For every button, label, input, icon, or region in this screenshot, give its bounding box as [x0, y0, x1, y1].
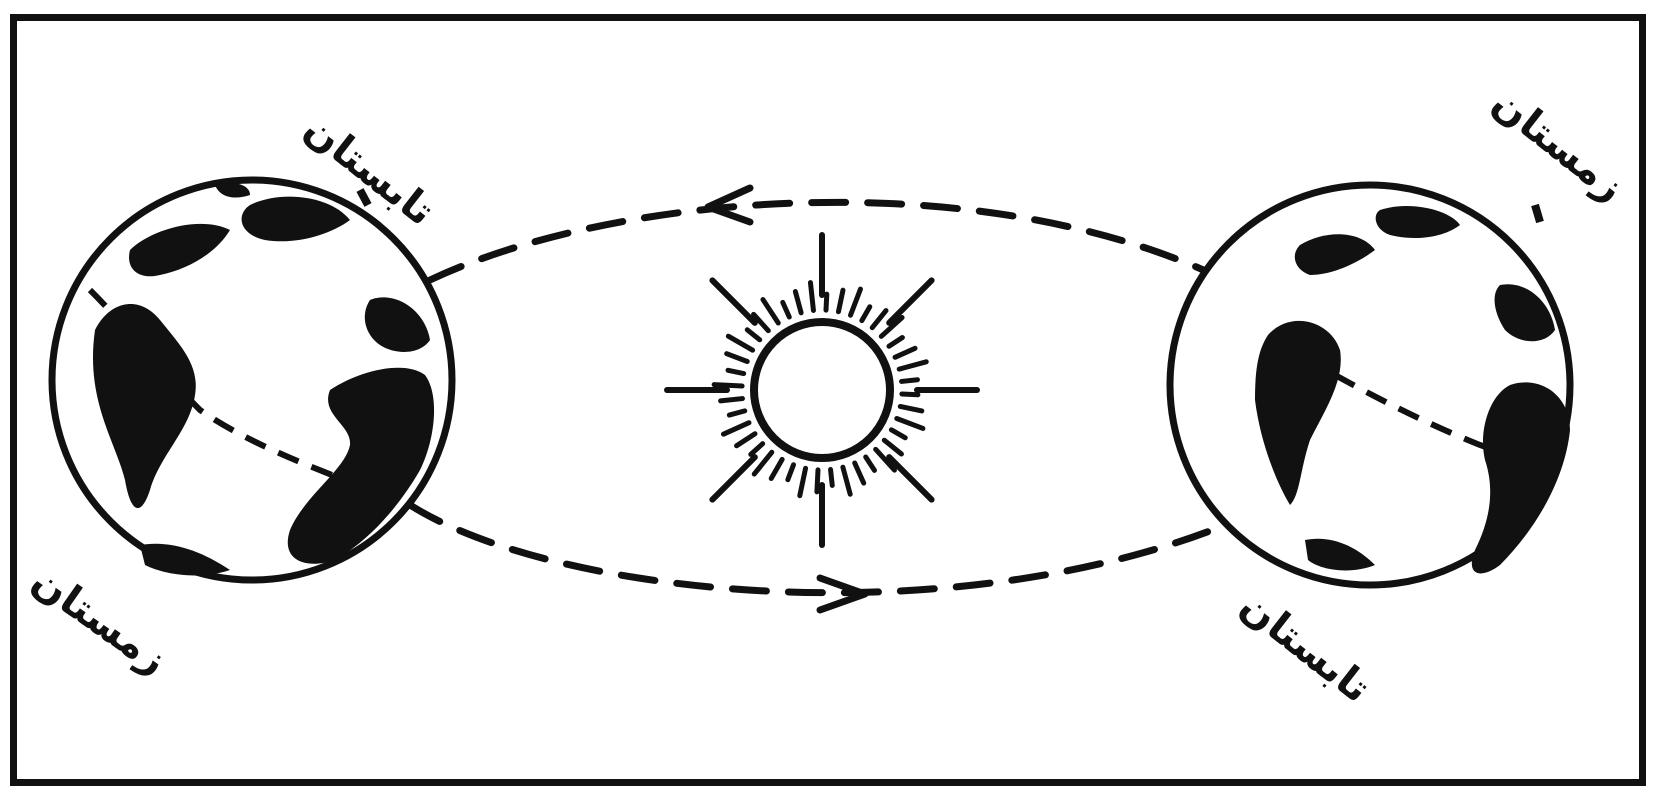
sun-ray-short [838, 290, 843, 312]
sun-ray-short [884, 440, 901, 454]
left-earth-icon [52, 180, 452, 580]
sun-ray-short [771, 459, 782, 478]
sun-ray-short [783, 302, 790, 317]
sun-ray-short [728, 336, 752, 350]
sun-ray-short [872, 311, 886, 328]
sun-ray-short [817, 470, 818, 492]
sun-ray-short [843, 467, 850, 494]
sun-ray-long [889, 280, 931, 322]
sun-ray-short [723, 423, 749, 434]
sun-ray-short [728, 370, 744, 373]
sun-ray-short [855, 463, 864, 483]
sun-ray-long [712, 280, 754, 322]
sun-ray-short [714, 385, 742, 386]
sun-ray-short [747, 330, 759, 340]
sun-ray-short [889, 338, 902, 347]
sun-ray-long [889, 457, 931, 499]
sun-ray-short [727, 354, 748, 362]
orbit-bottom-arc [410, 505, 1260, 593]
sun-ray-short [850, 289, 860, 315]
sun-ray-short [897, 418, 923, 428]
sun-ray-short [810, 283, 813, 311]
sun-ray-short [900, 406, 922, 411]
sun-ray-short [831, 470, 833, 486]
sun-ray-short [899, 362, 926, 369]
sun-ray-short [721, 399, 743, 401]
sun-ray-short [902, 380, 918, 382]
sun-ray-long [712, 457, 754, 499]
sun-ray-short [902, 394, 918, 395]
sun-ray-short [891, 430, 905, 438]
sun-ray-short [729, 411, 744, 415]
orbit-path [410, 202, 1260, 592]
sun-ray-short [862, 307, 870, 321]
sun-ray-short [895, 348, 915, 357]
sun-ray-short [763, 300, 778, 323]
right-earth-icon [1170, 185, 1570, 585]
sun-icon [667, 235, 977, 545]
sun-ray-short [737, 434, 755, 446]
sun-ray-short [751, 444, 763, 455]
sun-ray-short [826, 294, 827, 310]
sun-ray-short [795, 292, 801, 313]
sun-ray-short [800, 468, 806, 495]
sun-ray-short [788, 465, 794, 480]
orbit-top-arc [430, 202, 1245, 290]
sun-ray-short [866, 457, 875, 470]
